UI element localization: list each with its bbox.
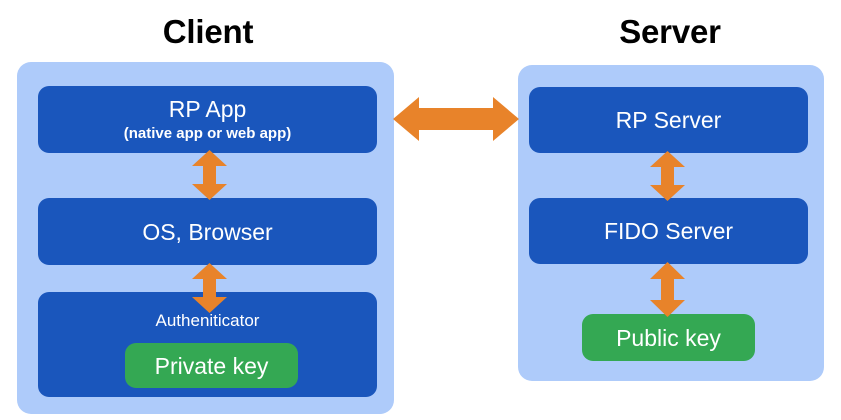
server-box-rp-server-title: RP Server	[615, 107, 722, 133]
client-box-rp-app-title: RP App	[168, 96, 247, 122]
public-key-chip[interactable]: Public key	[582, 314, 755, 361]
page-title-client: Client	[162, 13, 254, 50]
osbrowser-authenticator-bidirectional-arrow	[192, 263, 227, 313]
fidoserver-publickey-bidirectional-arrow	[650, 262, 685, 317]
client-server-bidirectional-arrow	[393, 97, 519, 141]
client-box-os-browser[interactable]: OS, Browser	[38, 198, 377, 265]
client-box-rp-app[interactable]: RP App (native app or web app)	[38, 86, 377, 153]
server-box-fido-server-title: FIDO Server	[603, 218, 734, 244]
client-box-rp-app-subtitle: (native app or web app)	[123, 125, 292, 142]
client-box-authenticator-title: Autheniticator	[155, 311, 260, 330]
client-box-os-browser-title: OS, Browser	[142, 218, 273, 245]
page-title-server: Server	[619, 13, 721, 50]
server-box-fido-server[interactable]: FIDO Server	[529, 198, 808, 264]
server-box-rp-server[interactable]: RP Server	[529, 87, 808, 153]
private-key-chip[interactable]: Private key	[125, 343, 298, 388]
rpapp-osbrowser-bidirectional-arrow	[192, 150, 227, 200]
rpserver-fidoserver-bidirectional-arrow	[650, 151, 685, 201]
